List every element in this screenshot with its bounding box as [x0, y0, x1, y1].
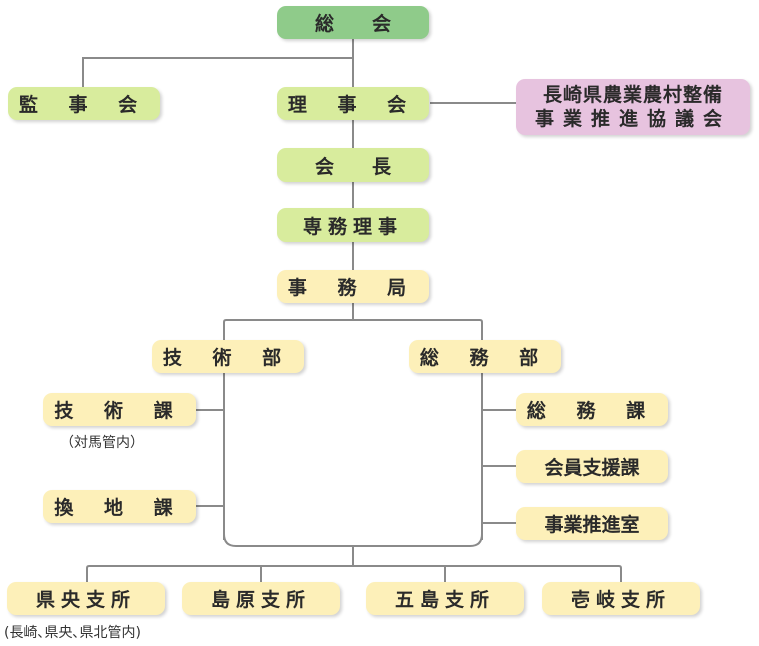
node-iki: 壱岐支所: [542, 582, 700, 615]
node-soukai-label: 総 会: [314, 13, 391, 35]
node-kanjikai: 監 事 会: [8, 87, 160, 120]
connector-line: [223, 319, 483, 340]
node-kanchika-label: 換 地 課: [54, 497, 185, 519]
node-kanjikai-label: 監 事 会: [18, 94, 150, 116]
node-jimukyoku-label: 事 務 局: [287, 277, 419, 299]
node-soumuka-label: 総 務 課: [526, 400, 658, 422]
node-kyougikai: 長崎県農業農村整備 事業推進協議会: [516, 79, 750, 135]
connector-line: [86, 565, 622, 582]
node-shimabara-label: 島原支所: [210, 589, 311, 611]
node-jimukyoku: 事 務 局: [277, 270, 429, 303]
node-gijutsuka: 技 術 課: [43, 393, 196, 426]
node-kaiin-label: 会員支援課: [544, 457, 640, 479]
node-kyougikai-line1: 長崎県農業農村整備: [542, 84, 723, 106]
node-rijikai: 理 事 会: [277, 87, 429, 120]
note-tsushima: （対馬管内）: [60, 435, 144, 451]
node-kanchika: 換 地 課: [43, 490, 196, 523]
connector-line: [223, 533, 483, 547]
node-soukai: 総 会: [277, 6, 429, 39]
node-gijutsubu-label: 技 術 部: [162, 347, 294, 369]
node-kyougikai-line2: 事業推進協議会: [534, 108, 731, 130]
node-soumubu: 総 務 部: [409, 340, 561, 373]
node-gotou: 五島支所: [366, 582, 524, 615]
note-kenou-area: (長崎､県央､県北管内): [4, 625, 141, 641]
node-kaichou-label: 会 長: [314, 155, 391, 178]
node-jigyou: 事業推進室: [516, 507, 668, 540]
node-kenou: 県央支所: [7, 582, 165, 615]
connector-line: [82, 57, 353, 88]
node-iki-label: 壱岐支所: [570, 589, 671, 611]
node-senmu: 専務理事: [277, 208, 429, 242]
node-kaichou: 会 長: [277, 148, 429, 182]
node-jigyou-label: 事業推進室: [544, 514, 640, 536]
node-kenou-label: 県央支所: [35, 589, 136, 611]
node-rijikai-label: 理 事 会: [287, 94, 419, 116]
node-shimabara: 島原支所: [182, 582, 340, 615]
node-senmu-label: 専務理事: [302, 215, 403, 238]
node-soumubu-label: 総 務 部: [419, 347, 551, 369]
node-soumuka: 総 務 課: [516, 393, 668, 426]
node-gijutsuka-label: 技 術 課: [54, 400, 185, 422]
node-gijutsubu: 技 術 部: [152, 340, 304, 373]
node-kaiin: 会員支援課: [516, 450, 668, 483]
node-gotou-label: 五島支所: [394, 589, 495, 611]
